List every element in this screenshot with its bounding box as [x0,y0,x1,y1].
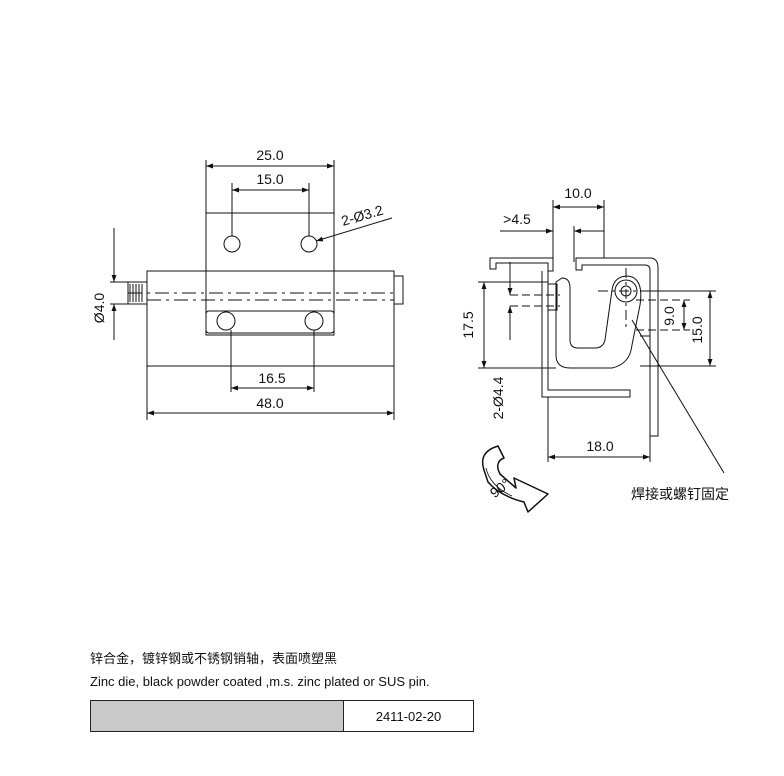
dim-width-inner: 15.0 [256,171,283,187]
hinge-leaf-plate [205,212,335,336]
dim-pin-diameter: Ø4.0 [91,293,107,324]
knuckle-right [304,311,324,331]
dim-right-height: 15.0 [689,316,705,343]
dim-bottom-width: 18.0 [586,438,613,454]
right-leaf [575,257,659,437]
mounting-hole-left [223,235,241,253]
dim-gap: >4.5 [503,211,531,227]
dim-knuckle-spacing: 16.5 [258,370,285,386]
dim-small-height: 9.0 [661,306,677,326]
dim-width-outer: 25.0 [256,147,283,163]
leader-holes-front [315,217,393,242]
dim-holes-side: 2-Ø4.4 [490,376,506,419]
front-view [110,160,404,420]
side-view [478,200,725,474]
rotation-arrow-icon [481,445,549,513]
dim-top-width: 10.0 [564,185,591,201]
dim-height: 17.5 [460,311,476,338]
weld-note: 焊接或螺钉固定 [631,486,729,503]
pin-end-cap [393,275,404,305]
part-code: 2411-02-20 [375,708,442,724]
title-block-shaded-area [91,701,344,731]
knuckle-left [216,311,236,331]
leader-weld [631,319,725,474]
knuckle-recess [205,310,335,334]
dim-holes-front: 2-Ø3.2 [339,202,385,229]
hinge-body [146,270,395,367]
left-leaf [489,257,554,272]
dim-overall-length: 48.0 [256,395,283,411]
mounting-hole-right [300,235,318,253]
material-description-english: Zinc die, black powder coated ,m.s. zinc… [90,674,430,689]
title-block: 2411-02-20 [90,700,474,732]
knuckle-arm [555,275,642,369]
material-description-chinese: 锌合金，镀锌钢或不锈钢销轴，表面喷塑黑 [90,652,338,667]
